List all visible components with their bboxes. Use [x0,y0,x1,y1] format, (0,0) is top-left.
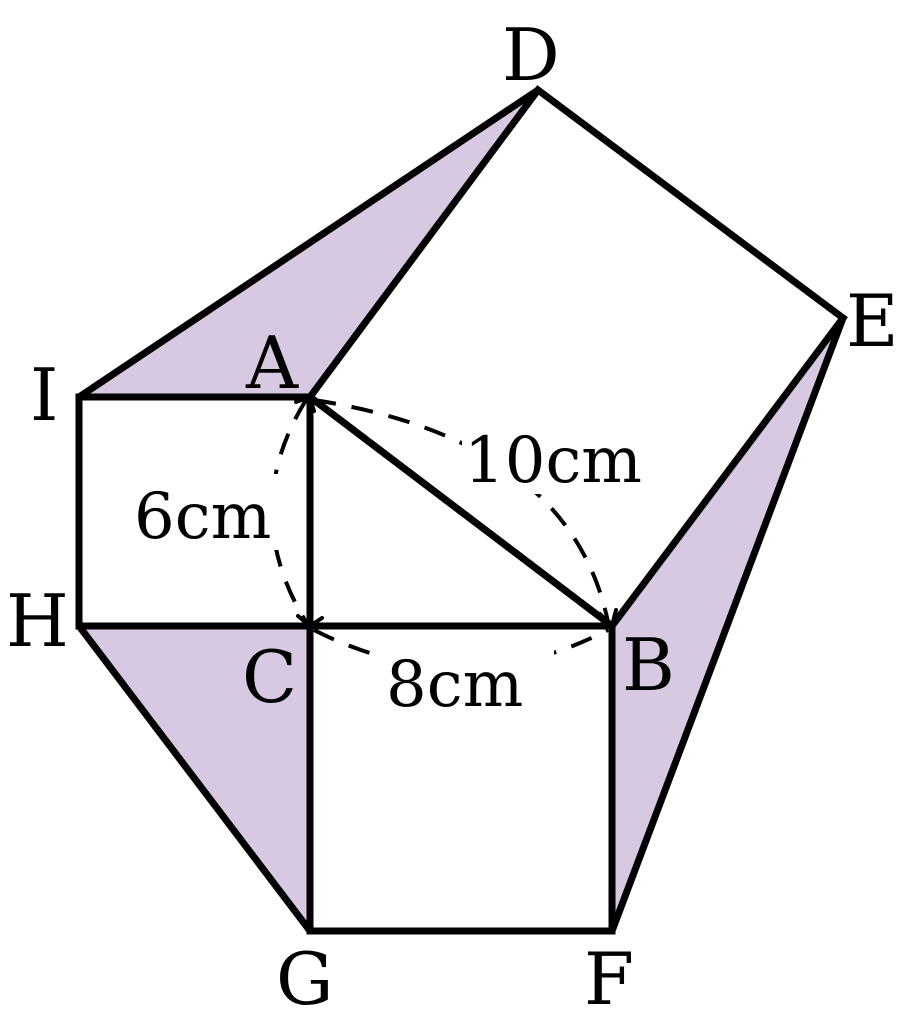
segment-ef [608,314,847,935]
label-ac-length: 6cm [134,480,271,554]
arc-ab [313,398,610,623]
vertex-label-g: G [276,937,334,1021]
label-cb-length: 8cm [386,648,523,722]
vertex-label-a: A [245,321,299,405]
vertex-label-e: E [846,279,899,363]
vertex-label-f: F [584,937,634,1021]
vertex-label-b: B [622,623,675,707]
segment-hg [75,622,314,935]
vertex-label-d: D [502,13,560,97]
label-mask-8cm [384,646,554,716]
label-ab-length: 10cm [464,424,642,498]
label-mask-10cm [462,420,674,494]
segment-id [75,86,542,401]
vertex-label-h: H [6,579,69,663]
side-ab [306,393,616,630]
vertex-label-i: I [30,353,58,437]
label-mask-6cm [132,474,300,550]
square-on-ab [305,85,848,631]
vertex-label-c: C [242,635,297,719]
